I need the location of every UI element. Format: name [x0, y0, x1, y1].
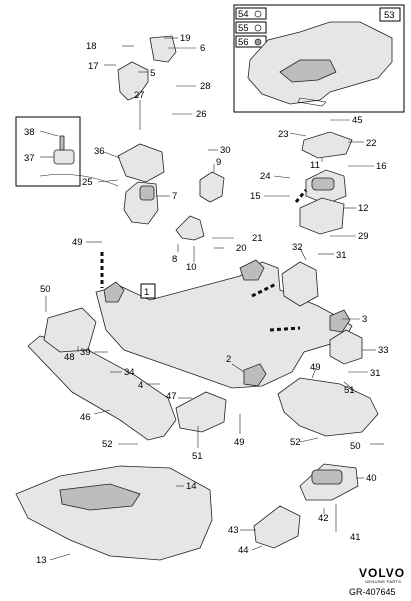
callout-9: 9: [216, 157, 221, 168]
callout-24: 24: [260, 171, 271, 182]
callout-17: 17: [88, 61, 99, 72]
callout-43: 43: [228, 525, 239, 536]
callout-3: 3: [362, 314, 367, 325]
callout-34: 34: [124, 367, 135, 378]
callout-44: 44: [238, 545, 249, 556]
callout-33: 33: [378, 345, 389, 356]
callout-30: 30: [220, 145, 231, 156]
callout-31b: 31: [370, 368, 381, 379]
callout-48: 48: [64, 352, 75, 363]
callout-2: 2: [226, 354, 231, 365]
callout-15: 15: [250, 191, 261, 202]
callout-49a: 49: [72, 237, 83, 248]
diagram-reference: GR-407645: [349, 587, 396, 597]
right-mount-group: 45 23 22 11 16 24 15 12 29: [250, 115, 387, 242]
callout-4: 4: [138, 380, 143, 391]
callout-47: 47: [166, 391, 177, 402]
callout-28: 28: [200, 81, 211, 92]
center-mount-group: 30 9 21 20 8 10: [172, 145, 263, 273]
callout-51b: 51: [344, 385, 355, 396]
callout-38: 38: [24, 127, 35, 138]
callout-6: 6: [200, 43, 205, 54]
callout-18: 18: [86, 41, 97, 52]
callout-19: 19: [180, 33, 191, 44]
callout-50b: 50: [350, 441, 361, 452]
callout-40: 40: [366, 473, 377, 484]
callout-21: 21: [252, 233, 263, 244]
callout-36: 36: [94, 146, 105, 157]
callout-49b: 49: [234, 437, 245, 448]
callout-52b: 52: [290, 437, 301, 448]
callout-12: 12: [358, 203, 369, 214]
callout-26: 26: [196, 109, 207, 120]
callout-32: 32: [292, 242, 303, 253]
callout-16: 16: [376, 161, 387, 172]
callout-22: 22: [366, 138, 377, 149]
callout-51a: 51: [192, 451, 203, 462]
callout-7: 7: [172, 191, 177, 202]
callout-39: 39: [80, 347, 91, 358]
callout-41: 41: [350, 532, 361, 543]
brand-tagline: GENUINE PARTS: [365, 579, 401, 584]
callout-27: 27: [134, 90, 145, 101]
mount-detail-inset: 38 37: [15, 116, 81, 187]
callout-5: 5: [150, 68, 155, 79]
callout-13: 13: [36, 555, 47, 566]
undershield-inset: 54 55 56 53: [233, 4, 405, 113]
callout-49c: 49: [310, 362, 321, 373]
callout-42: 42: [318, 513, 329, 524]
callout-50a: 50: [40, 284, 51, 295]
callout-25: 25: [82, 177, 93, 188]
callout-14: 14: [186, 481, 197, 492]
callout-53: 53: [384, 10, 395, 21]
callout-52a: 52: [102, 439, 113, 450]
callout-29: 29: [358, 231, 369, 242]
brand-block: VOLVO GENUINE PARTS GR-407645: [349, 566, 405, 597]
callout-54: 54: [238, 9, 249, 20]
callout-20: 20: [236, 243, 247, 254]
callout-55: 55: [238, 23, 249, 34]
engine-mount-group: 18 17 19 6 5 28 27 26 36 25 7: [82, 33, 211, 225]
callout-23: 23: [278, 129, 289, 140]
brand-logo: VOLVO: [359, 566, 405, 580]
nut-icon: [254, 38, 262, 46]
callout-11: 11: [310, 160, 320, 171]
torque-rod-group: 40 42 41 43 44: [228, 463, 377, 556]
callout-31a: 31: [336, 250, 347, 261]
callout-8: 8: [172, 254, 177, 265]
clip-icon: [254, 10, 262, 18]
callout-1: 1: [144, 287, 149, 298]
callout-46: 46: [80, 412, 91, 423]
callout-56: 56: [238, 37, 249, 48]
callout-10: 10: [186, 262, 197, 273]
lower-splash-shield: 14 13: [15, 465, 213, 566]
callout-37: 37: [24, 153, 35, 164]
callout-45: 45: [352, 115, 363, 126]
right-shield-group: 31 32 33 31 51 49 52 50: [277, 242, 389, 452]
screw-icon: [254, 24, 262, 32]
